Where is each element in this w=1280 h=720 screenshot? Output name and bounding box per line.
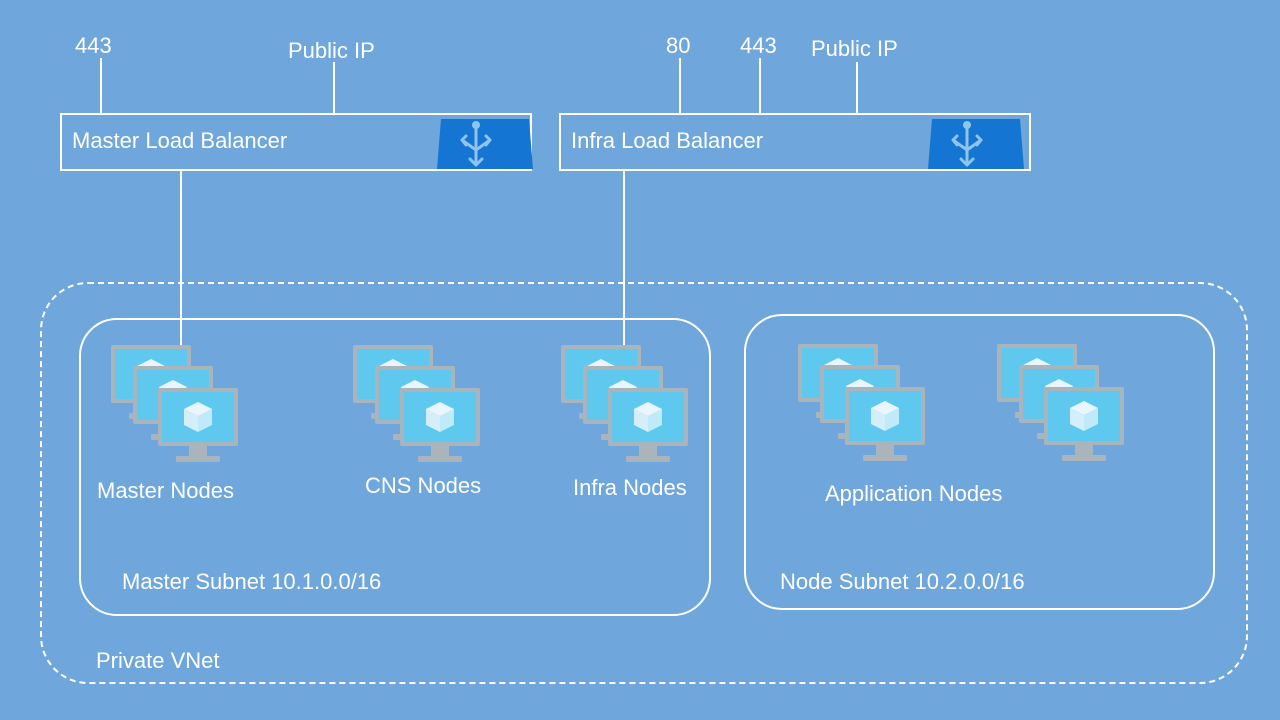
infra-load-balancer-title: Infra Load Balancer: [571, 128, 764, 153]
application-nodes-label: Application Nodes: [825, 481, 1003, 506]
master-port-443-label: 443: [75, 33, 112, 58]
application-nodes-vm-stack-2: [997, 344, 1132, 466]
master-nodes-vm-stack: [111, 345, 246, 467]
virtual-machine-icon: [400, 388, 480, 462]
virtual-machine-stack-graphic: [997, 344, 1124, 461]
private-vnet-boundary: [40, 282, 1248, 684]
master-load-balancer-title: Master Load Balancer: [72, 128, 288, 153]
node-subnet: [744, 314, 1215, 610]
private-vnet-label: Private VNet: [96, 648, 220, 673]
load-balancer-icon: [437, 119, 533, 169]
infra-nodes-label: Infra Nodes: [573, 475, 687, 500]
master-public-ip-label: Public IP: [288, 38, 375, 63]
master-nodes-label: Master Nodes: [97, 478, 234, 503]
load-balancer-icon: [928, 119, 1024, 169]
cns-nodes-label: CNS Nodes: [365, 473, 482, 498]
virtual-machine-icon: [158, 388, 238, 462]
master-load-balancer: Master Load Balancer: [60, 113, 533, 171]
infra-public-ip-label: Public IP: [811, 36, 898, 61]
virtual-machine-icon: [1044, 387, 1124, 461]
cns-nodes-vm-stack: [353, 345, 488, 467]
infra-port-443-label: 443: [740, 33, 777, 58]
master-subnet-label: Master Subnet 10.1.0.0/16: [122, 569, 382, 594]
virtual-machine-stack-graphic: [561, 345, 688, 462]
virtual-machine-stack-graphic: [798, 344, 925, 461]
virtual-machine-icon: [845, 387, 925, 461]
node-subnet-label: Node Subnet 10.2.0.0/16: [780, 569, 1025, 594]
virtual-machine-stack-graphic: [353, 345, 480, 462]
master-subnet: [79, 318, 711, 616]
virtual-machine-stack-graphic: [111, 345, 238, 462]
application-nodes-vm-stack-1: [798, 344, 933, 466]
infra-nodes-vm-stack: [561, 345, 696, 467]
infra-load-balancer: Infra Load Balancer: [559, 113, 1031, 171]
infra-port-80-label: 80: [666, 33, 691, 58]
virtual-machine-icon: [608, 388, 688, 462]
